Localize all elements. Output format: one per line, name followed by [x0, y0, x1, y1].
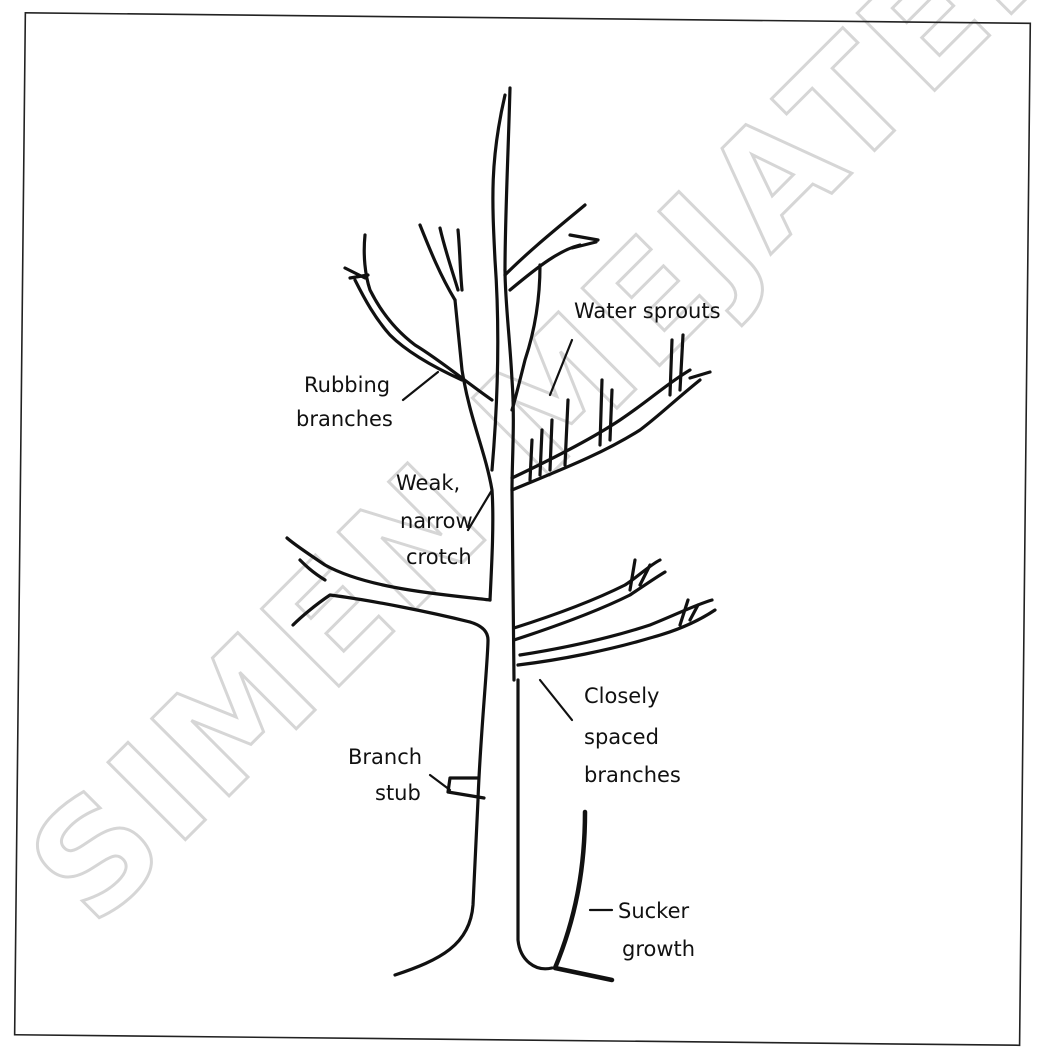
branch-stub-leader	[430, 775, 450, 790]
sucker-growth	[555, 812, 612, 980]
label-branch-stub-line2: stub	[375, 781, 421, 805]
label-closely-spaced-line3: branches	[584, 763, 681, 787]
label-rubbing-branches-line1: Rubbing	[304, 373, 390, 397]
label-sucker-growth-line2: growth	[622, 937, 695, 961]
label-water-sprouts: Water sprouts	[574, 299, 721, 323]
label-weak-crotch-line2: narrow	[400, 509, 473, 533]
watermark: SIMEN MEJATERKA	[0, 0, 1040, 955]
label-closely-spaced-line1: Closely	[584, 684, 659, 708]
label-rubbing-branches-line2: branches	[296, 407, 393, 431]
trunk-right-edge	[518, 680, 552, 969]
closely-spaced-leader	[540, 680, 572, 720]
label-weak-crotch-line1: Weak,	[396, 471, 460, 495]
label-sucker-growth-line1: Sucker	[618, 899, 690, 923]
rubbing-branch	[420, 225, 462, 300]
label-branch-stub-line1: Branch	[348, 745, 422, 769]
watermark-text: SIMEN MEJATERKA	[0, 0, 1040, 955]
central-leader-right	[505, 88, 510, 270]
label-closely-spaced-line2: spaced	[584, 725, 659, 749]
label-weak-crotch-line3: crotch	[406, 545, 472, 569]
